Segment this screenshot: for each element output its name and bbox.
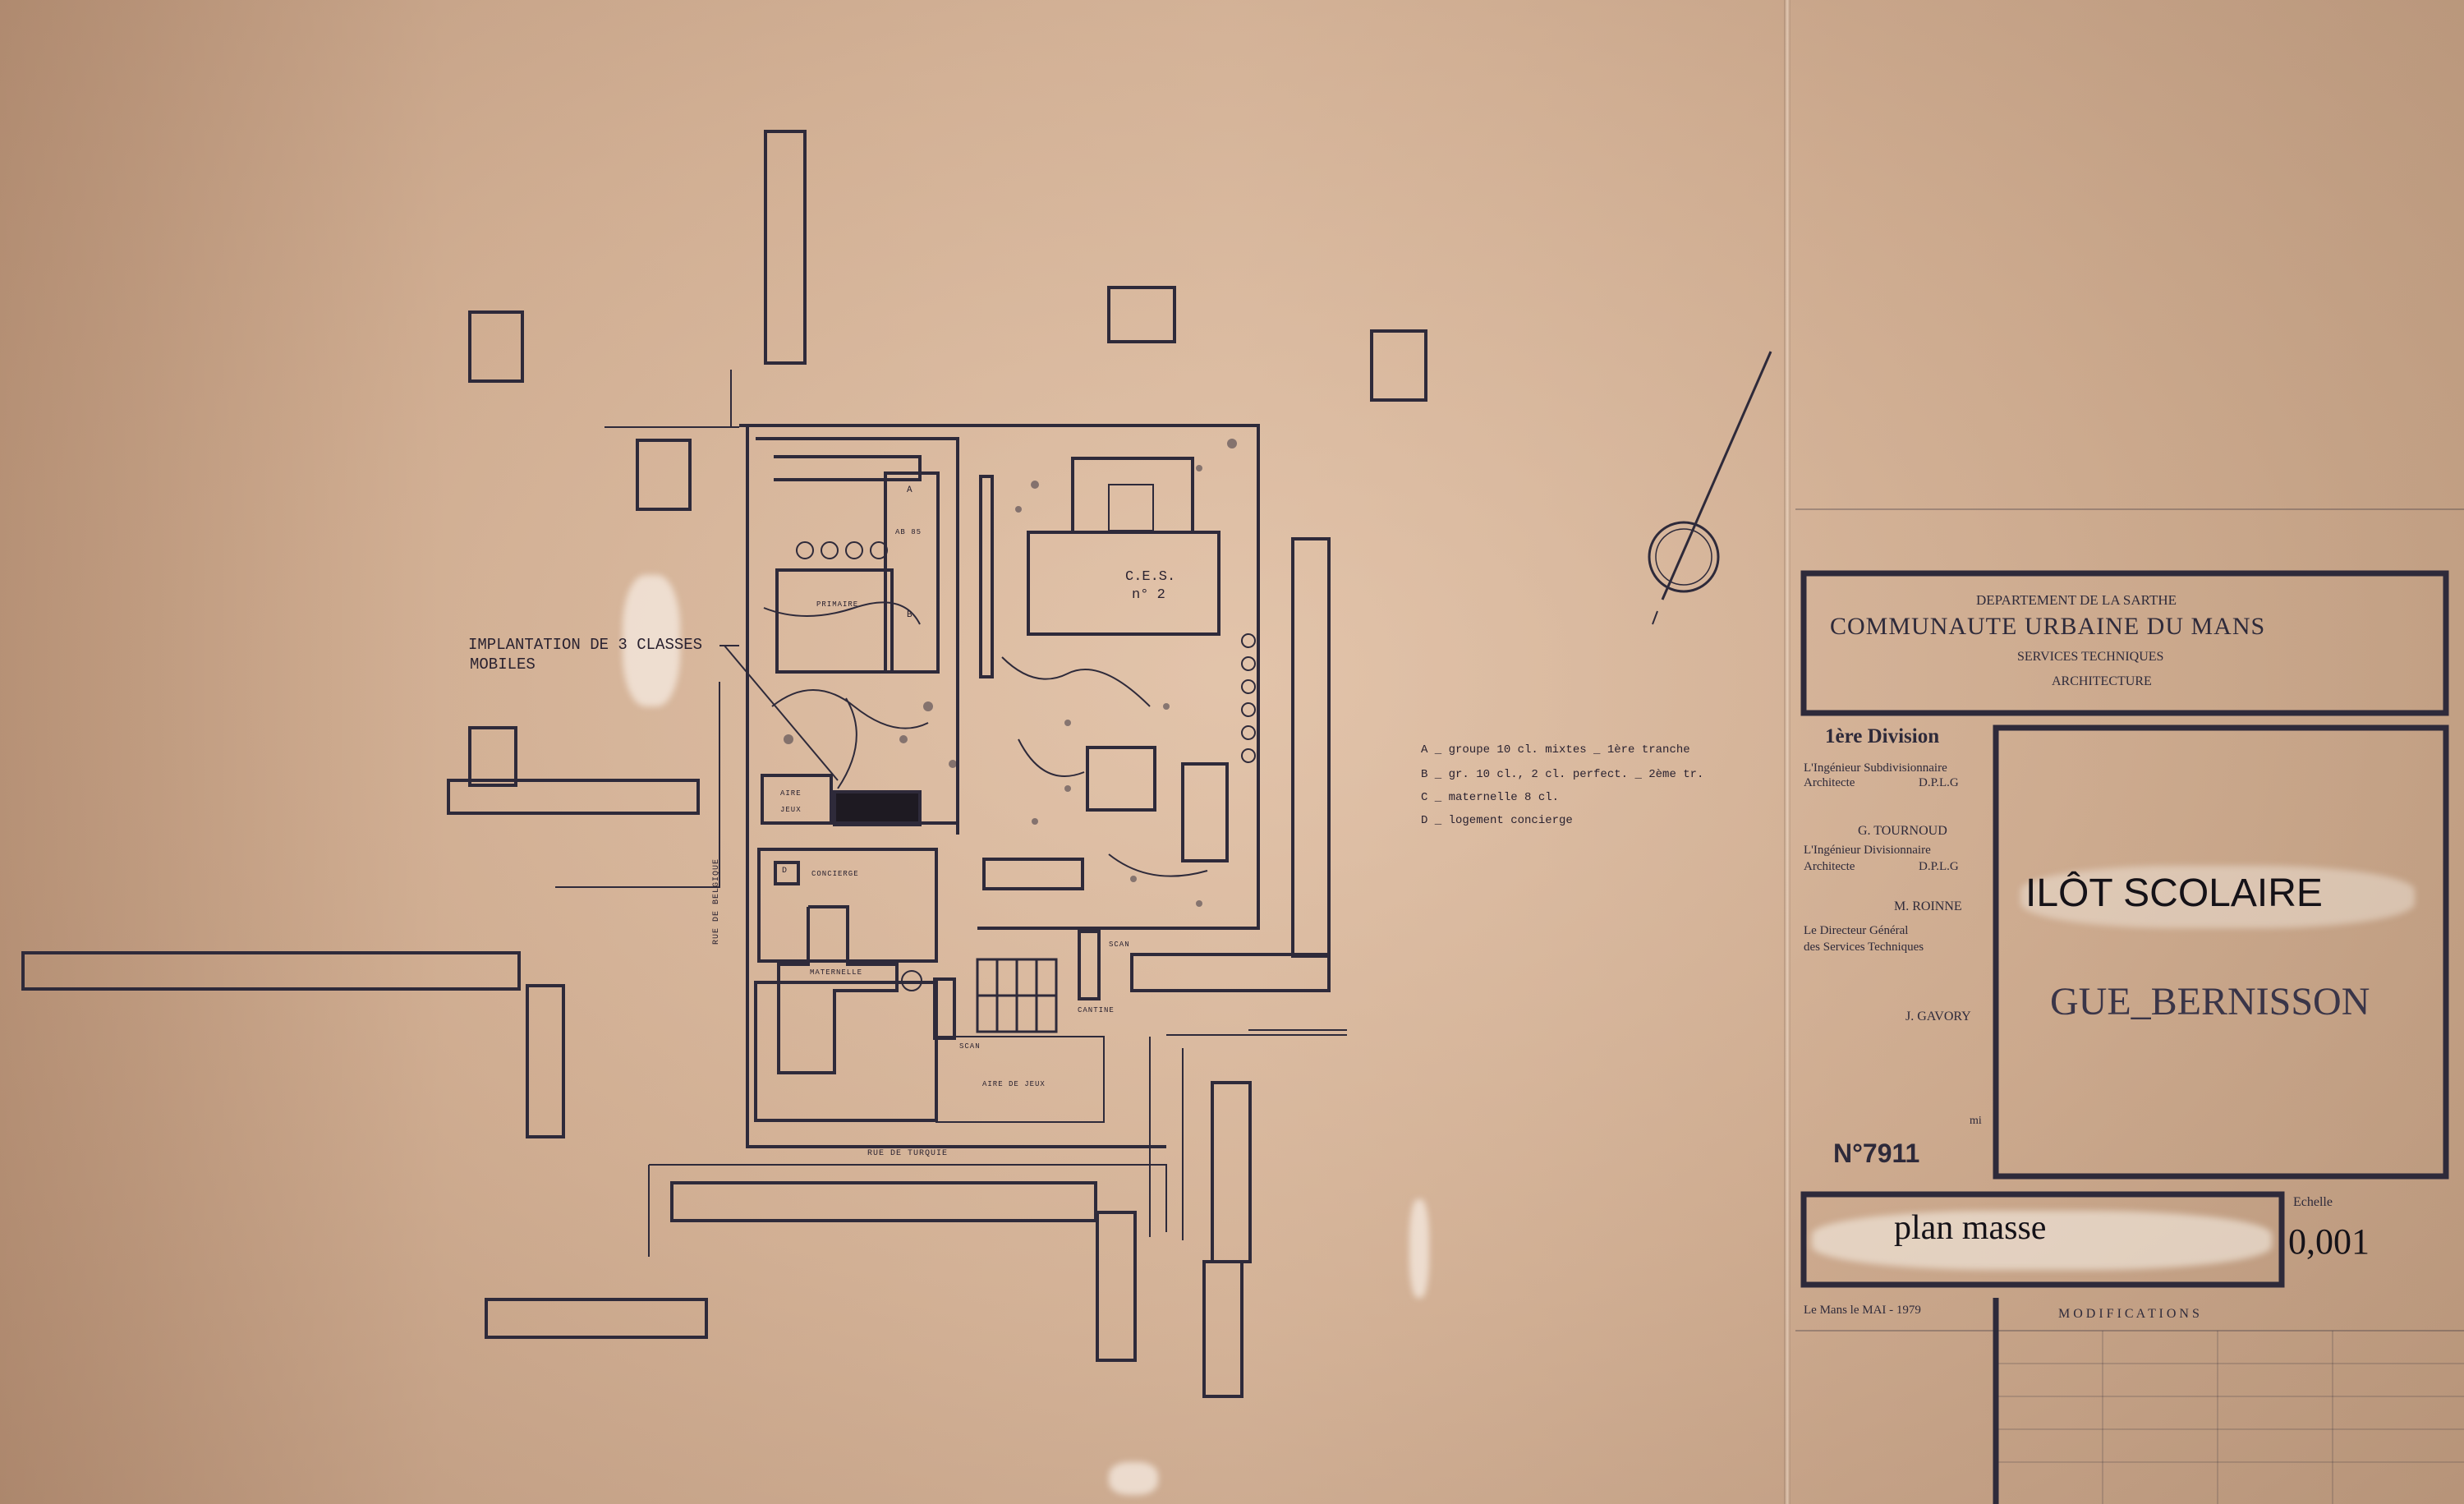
mobiles-annotation-line2: MOBILES	[470, 655, 536, 674]
primaire-label: PRIMAIRE	[816, 600, 859, 609]
signatory-1-role: L'Ingénieur Subdivisionnaire	[1804, 761, 1947, 775]
drawing-title: plan masse	[1894, 1209, 2047, 1247]
building-maternelle	[777, 905, 899, 1074]
mobile-classrooms	[833, 790, 922, 826]
building-l-small	[468, 726, 517, 787]
building-d-label: D	[782, 867, 788, 876]
building-west-vertical	[526, 984, 565, 1138]
signatory-1-credential: D.P.L.G	[1919, 776, 1959, 789]
building-south-east-2	[1202, 1260, 1243, 1398]
division-text: 1ère Division	[1825, 725, 1940, 747]
rue-de-belgique-label: RUE DE BELGIQUE	[712, 858, 721, 945]
building-east-horizontal	[1130, 953, 1331, 992]
building-square-1	[468, 310, 524, 383]
building-long-west	[447, 779, 700, 815]
signatory-2-credential: D.P.L.G	[1919, 860, 1959, 873]
correction-smudge	[623, 575, 680, 706]
cantine-label: CANTINE	[1078, 1006, 1115, 1014]
building-south-east-1	[1211, 1081, 1252, 1263]
rue-de-turquie-label: RUE DE TURQUIE	[867, 1149, 949, 1158]
site-boundary-north	[739, 424, 1260, 930]
concierge-label: CONCIERGE	[811, 870, 859, 878]
aire-de-jeux-label: AIRE DE JEUX	[982, 1080, 1046, 1088]
building-south-west	[485, 1298, 708, 1339]
project-name-line1: ILÔT SCOLAIRE	[2025, 872, 2323, 915]
scan-label-1: SCAN	[1109, 941, 1130, 949]
signatory-3-name: J. GAVORY	[1905, 1010, 1971, 1023]
building-d	[774, 861, 800, 885]
building-primaire	[775, 568, 894, 674]
title-label-patch	[1812, 1211, 2272, 1270]
communaute-urbaine-text: COMMUNAUTE URBAINE DU MANS	[1830, 613, 2266, 640]
title-label-patch	[2020, 866, 2415, 928]
building-square-2	[636, 439, 692, 511]
mobiles-annotation-line1: IMPLANTATION DE 3 CLASSES	[468, 636, 703, 654]
correction-smudge	[1409, 1199, 1429, 1298]
modifications-header: M O D I F I C A T I O N S	[2058, 1307, 2200, 1321]
ces-label: C.E.S.	[1125, 569, 1176, 585]
building-south-drop	[1096, 1211, 1137, 1362]
building-aire-jeux	[761, 774, 833, 825]
title-header-frame	[1800, 570, 2449, 716]
building-ces-top	[1071, 457, 1194, 534]
site-boundary-west	[746, 427, 1166, 1148]
building-a-label: A	[907, 485, 913, 495]
project-name-line2: GUE_BERNISSON	[2050, 980, 2370, 1023]
ces-number: n° 2	[1132, 587, 1165, 603]
legend-item-b: B _ gr. 10 cl., 2 cl. perfect. _ 2ème tr…	[1421, 768, 1704, 781]
legend-item-a: A _ groupe 10 cl. mixtes _ 1ère tranche	[1421, 743, 1690, 757]
legend-item-c: C _ maternelle 8 cl.	[1421, 791, 1560, 804]
aire-jeux-label-2: JEUX	[780, 806, 802, 814]
legend-item-d: D _ logement concierge	[1421, 814, 1573, 827]
maternelle-label: MATERNELLE	[810, 968, 863, 977]
signatory-2-name: M. ROINNE	[1894, 899, 1962, 913]
building-top-tall	[764, 130, 807, 365]
building-a-b	[884, 471, 940, 674]
correction-smudge	[1109, 1462, 1158, 1495]
paper-fold	[1784, 0, 1791, 1504]
signatory-3-role-2: des Services Techniques	[1804, 941, 1924, 954]
department-text: DEPARTEMENT DE LA SARTHE	[1976, 592, 2177, 608]
drawing-number: N°7911	[1833, 1138, 1920, 1168]
mi-text: mi	[1970, 1115, 1982, 1127]
scale-label: Echelle	[2293, 1195, 2333, 1209]
project-name-frame	[1993, 724, 2449, 1180]
building-ces	[1027, 531, 1221, 636]
building-east-tall	[1291, 537, 1331, 958]
aire-jeux-label-1: AIRE	[780, 789, 802, 798]
architecture-text: ARCHITECTURE	[2052, 674, 2152, 688]
signatory-1-name: G. TOURNOUD	[1858, 824, 1947, 838]
north-arrow	[1661, 351, 1772, 600]
services-techniques-text: SERVICES TECHNIQUES	[2017, 650, 2164, 664]
scan-label-2: SCAN	[959, 1042, 981, 1051]
precinct-wall	[756, 437, 959, 835]
signatory-3-role: Le Directeur Général	[1804, 924, 1909, 937]
scale-value: 0,001	[2288, 1221, 2370, 1262]
building-square-4	[1370, 329, 1427, 402]
signatory-2-role: L'Ingénieur Divisionnaire	[1804, 844, 1931, 857]
building-b-label: B	[907, 610, 913, 620]
building-south-long	[670, 1181, 1097, 1222]
building-far-west	[21, 951, 521, 991]
north-arrow-circle	[1648, 521, 1720, 593]
signatory-2-role-2: Architecte	[1804, 860, 1855, 873]
building-a-sub-label: AB 85	[895, 528, 922, 536]
building-square-3	[1107, 286, 1176, 343]
drawing-title-frame	[1800, 1191, 2285, 1288]
drawing-date: Le Mans le MAI - 1979	[1804, 1304, 1921, 1317]
signatory-1-role-2: Architecte	[1804, 776, 1855, 789]
